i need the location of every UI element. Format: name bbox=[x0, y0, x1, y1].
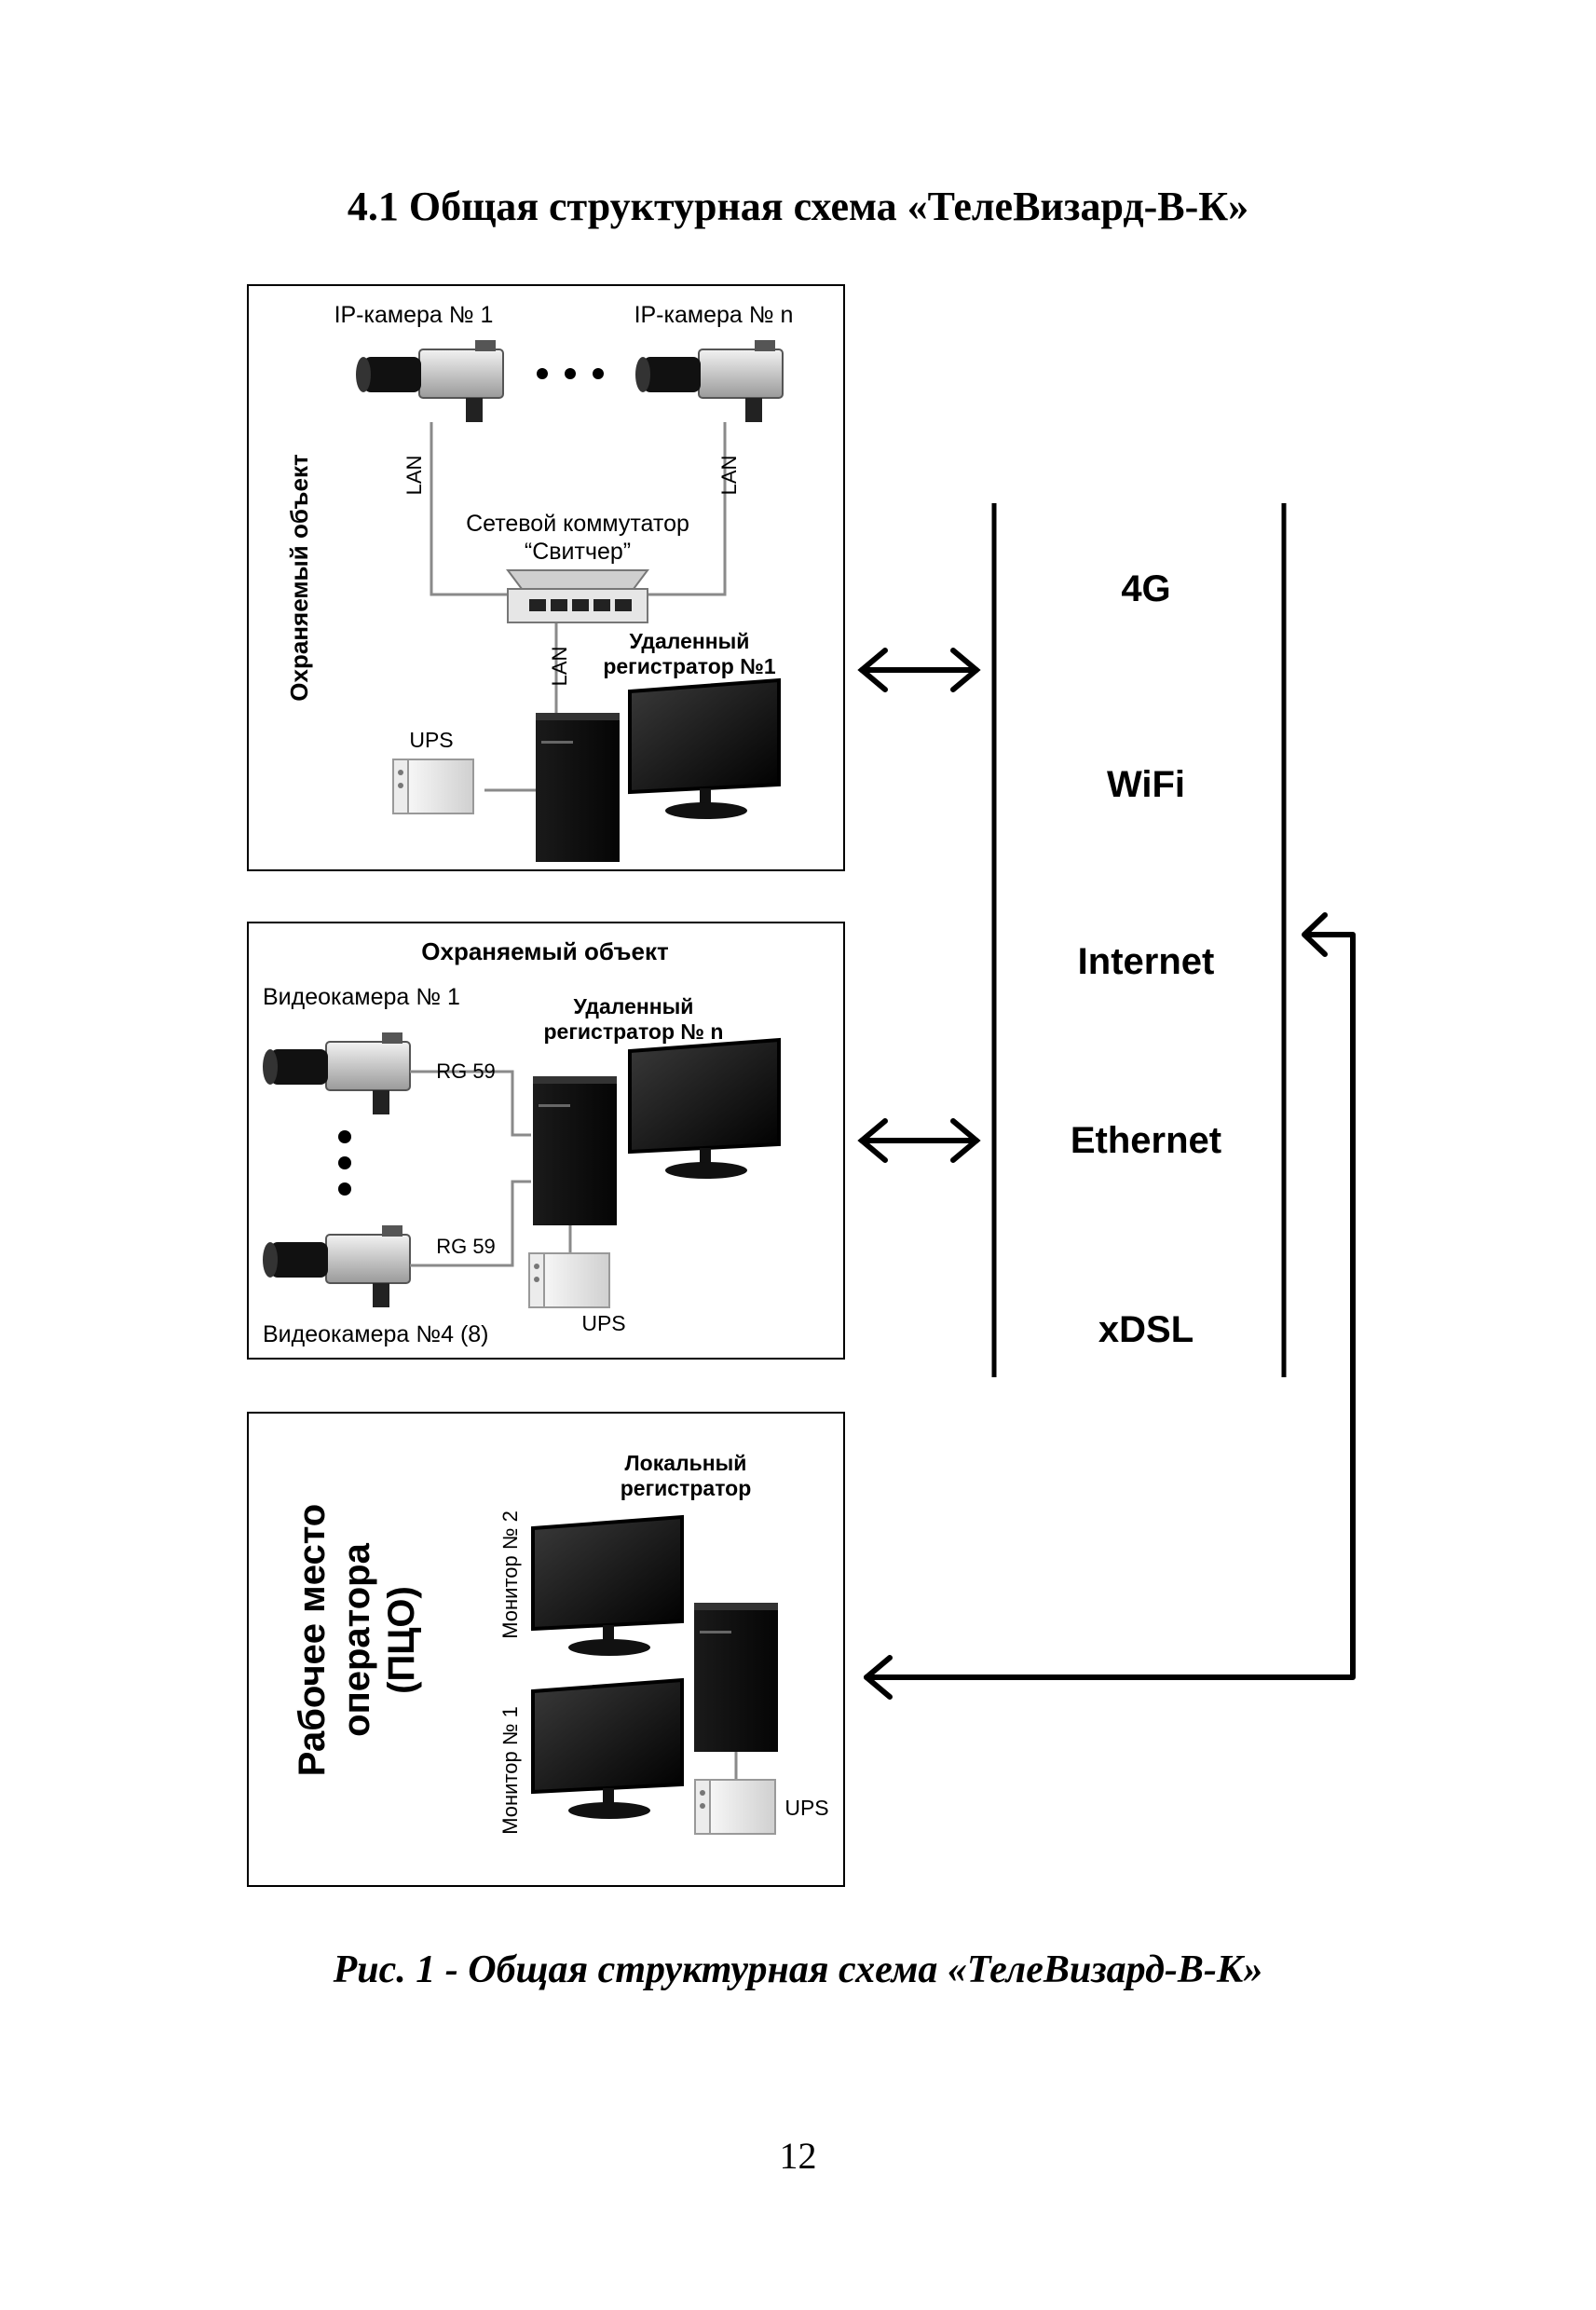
ip-camera-1-label: IP-камера № 1 bbox=[334, 302, 494, 328]
local-recorder-label-line2: регистратор bbox=[621, 1476, 752, 1500]
operator-label-line2: оператора bbox=[336, 1542, 377, 1736]
rg59-cables bbox=[410, 1070, 531, 1267]
page-number: 12 bbox=[779, 2135, 817, 2177]
network-channel: 4G WiFi Internet Ethernet xDSL bbox=[991, 503, 1287, 1377]
double-arrow-1 bbox=[857, 648, 981, 692]
recorder1-label-line1: Удаленный bbox=[630, 629, 750, 653]
video-camera-1-icon bbox=[262, 1032, 411, 1115]
switch-label-line2: “Свитчер” bbox=[525, 539, 631, 565]
box2-title: Охраняемый объект bbox=[421, 937, 669, 965]
network-item-xdsl: xDSL bbox=[1098, 1309, 1194, 1350]
lan-right-label: LAN bbox=[717, 456, 741, 496]
monitor-1-icon bbox=[531, 1678, 684, 1821]
remote-recorder-n-monitor-icon bbox=[628, 1038, 781, 1181]
rg59-label-2: RG 59 bbox=[436, 1235, 496, 1258]
return-arrow bbox=[864, 912, 1356, 1700]
box1-side-label: Охраняемый объект bbox=[285, 454, 313, 702]
remote-recorder-1-monitor-icon bbox=[628, 678, 781, 821]
remote-recorder-n-pc-icon bbox=[533, 1076, 617, 1225]
ups-1-icon bbox=[392, 759, 474, 814]
operator-label-line3: (ПЦО) bbox=[381, 1586, 422, 1694]
video-camera-last-icon bbox=[262, 1224, 411, 1308]
box-protected-object-analog: Охраняемый объект Видеокамера № 1 Видеок… bbox=[247, 922, 845, 1360]
ellipsis-dots bbox=[537, 368, 604, 379]
ups-1-label: UPS bbox=[409, 728, 453, 752]
page-heading: 4.1 Общая структурная схема «ТелеВизард-… bbox=[347, 184, 1249, 229]
local-recorder-label-line1: Локальный bbox=[625, 1451, 747, 1475]
lan-left-label: LAN bbox=[402, 456, 426, 496]
remote-recorder-1-pc-icon bbox=[536, 713, 620, 862]
network-item-internet: Internet bbox=[1078, 941, 1215, 982]
double-arrow-2 bbox=[857, 1118, 981, 1163]
ip-camera-n-icon bbox=[634, 339, 784, 423]
network-item-wifi: WiFi bbox=[1107, 764, 1185, 805]
rg59-label-1: RG 59 bbox=[436, 1059, 496, 1083]
network-item-4g: 4G bbox=[1121, 568, 1170, 609]
ip-camera-n-label: IP-камера № n bbox=[634, 302, 794, 328]
local-recorder-pc-icon bbox=[694, 1603, 778, 1752]
operator-label-line1: Рабочее место bbox=[292, 1504, 333, 1776]
monitor-2-label: Монитор № 2 bbox=[498, 1510, 522, 1639]
ups-2-label: UPS bbox=[581, 1311, 625, 1335]
ip-camera-1-icon bbox=[355, 339, 504, 423]
figure-caption: Рис. 1 - Общая структурная схема «ТелеВи… bbox=[333, 1948, 1263, 1991]
recorder-n-label-line2: регистратор № n bbox=[544, 1019, 724, 1044]
box-protected-object-ip: Охраняемый объект IP-камера № 1 IP-камер… bbox=[247, 284, 845, 871]
switch-label-line1: Сетевой коммутатор bbox=[466, 511, 689, 537]
vertical-dots bbox=[338, 1130, 351, 1196]
video-camera-1-label: Видеокамера № 1 bbox=[263, 984, 460, 1010]
network-switch-icon bbox=[506, 569, 649, 623]
network-item-ethernet: Ethernet bbox=[1071, 1120, 1221, 1161]
ups-2-icon bbox=[528, 1252, 610, 1308]
ups-3-label: UPS bbox=[784, 1796, 828, 1820]
lan-bottom-label: LAN bbox=[548, 647, 571, 687]
recorder1-label-line2: регистратор №1 bbox=[603, 654, 776, 678]
ups-3-icon bbox=[694, 1779, 776, 1835]
box-operator-workplace: Рабочее место оператора (ПЦО) Локальный … bbox=[247, 1412, 845, 1887]
monitor-1-label: Монитор № 1 bbox=[498, 1706, 522, 1835]
video-camera-last-label: Видеокамера №4 (8) bbox=[263, 1321, 489, 1347]
monitor-2-icon bbox=[531, 1515, 684, 1658]
recorder-n-label-line1: Удаленный bbox=[574, 994, 694, 1018]
